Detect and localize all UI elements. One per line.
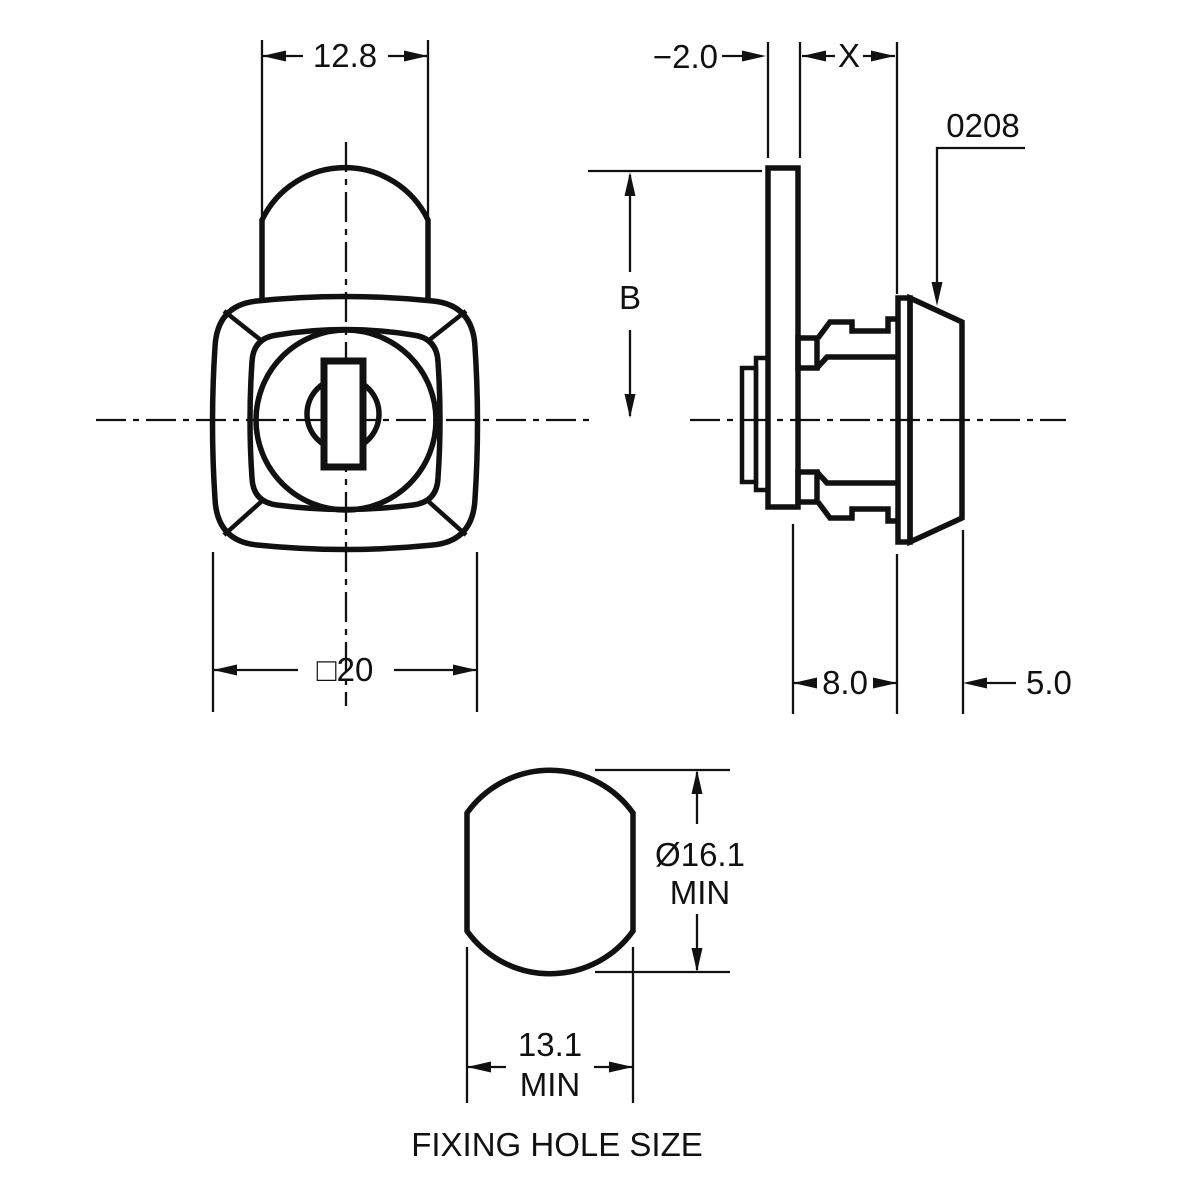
hole-diameter-label: Ø16.1 [655,836,745,873]
arrow-right-icon [873,677,897,689]
lock-face-circle [253,327,439,513]
cylinder-width-label: 12.8 [313,37,377,74]
part-number-callout: 0208 [931,107,1025,306]
arrow-left-icon [802,50,826,62]
part-number-label: 0208 [946,107,1019,144]
arrow-down-icon [931,282,943,306]
clip-groove-bottom [815,500,898,524]
dim-cam-height: B [588,169,762,418]
keyway-slot [320,357,367,471]
fixing-hole-view: Ø16.1 MIN 13.1 MIN FIXING HOLE SIZE [411,767,745,1163]
body-size-label: □20 [317,651,374,688]
panel-thickness-label: X [838,37,860,74]
cam-thickness-label: −2.0 [653,38,718,75]
dim-body-size: □20 [211,552,479,712]
arrow-down-icon [624,394,636,418]
dim-hole-diameter: Ø16.1 MIN [595,768,745,974]
arrow-up-icon [624,172,636,196]
dim-head-depth: 5.0 [961,530,1072,714]
leader-line [935,146,1025,286]
hole-flat-width-min-label: MIN [520,1066,581,1103]
arrow-right-icon [453,664,477,676]
lock-body-front [209,293,481,553]
fixing-hole-shape [464,767,636,977]
front-view: 12.8 □20 [96,37,596,712]
body-length-label: 8.0 [822,664,868,701]
dim-panel-thickness: X [798,37,899,294]
dim-hole-flat-width: 13.1 MIN [465,947,635,1103]
clip-groove-top [815,316,898,340]
cam-height-label: B [619,279,641,316]
bevel-corner-line-br [426,499,468,537]
arrow-left-icon [213,664,237,676]
arrow-up-icon [691,770,703,794]
bezel-head-side [907,293,965,547]
arrow-left-icon [467,1061,491,1073]
side-view: −2.0 X B 0208 [588,37,1072,714]
arrow-right-icon [404,50,428,62]
bevel-corner-line-tr [426,309,468,343]
arrow-right-icon [742,50,766,62]
arrow-down-icon [691,948,703,972]
body-core-bottom-edge [814,470,898,486]
cam-lever-side [765,165,801,510]
dim-cylinder-width: 12.8 [260,37,430,216]
arrow-right-icon [871,50,895,62]
arrow-left-icon [262,50,286,62]
dim-body-length: 8.0 [791,524,899,714]
head-depth-label: 5.0 [1026,664,1072,701]
hole-diameter-min-label: MIN [670,874,731,911]
arrow-left-icon [793,677,817,689]
drawing-caption: FIXING HOLE SIZE [411,1126,703,1163]
bevel-corner-line-bl [222,499,264,537]
hole-flat-width-label: 13.1 [518,1026,582,1063]
arrow-left-icon [963,677,987,689]
dim-cam-thickness: −2.0 [653,38,770,158]
body-core-top-edge [814,354,898,370]
bevel-corner-line-tl [222,309,264,343]
washer-block-top [795,335,820,371]
key-cylinder-dome [259,164,431,302]
arrow-right-icon [609,1061,633,1073]
washer-block-bottom [795,469,820,505]
